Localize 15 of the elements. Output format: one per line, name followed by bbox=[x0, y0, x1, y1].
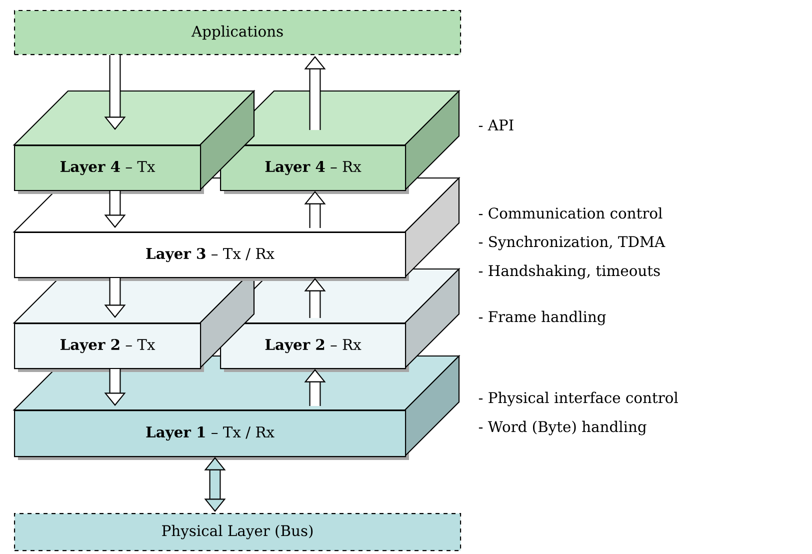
node-label: Layer 4 – Tx bbox=[60, 160, 156, 176]
block-arrow bbox=[204, 457, 226, 512]
bullet-note: - Word (Byte) handling bbox=[478, 420, 646, 436]
node-label: Layer 3 – Tx / Rx bbox=[146, 248, 274, 262]
node-label: Layer 1 – Tx / Rx bbox=[146, 426, 274, 441]
bullet-note: - Physical interface control bbox=[478, 392, 678, 406]
bullet-note: - API bbox=[478, 120, 514, 130]
bullet-note: - Communication control bbox=[478, 207, 662, 219]
bullet-note: - Synchronization, TDMA bbox=[478, 236, 666, 250]
bullet-note: - Handshaking, timeouts bbox=[478, 264, 660, 280]
node-label: Layer 2 – Rx bbox=[265, 338, 362, 354]
node-label: Layer 4 – Rx bbox=[265, 160, 362, 176]
bullet-note: - Frame handling bbox=[478, 310, 606, 326]
dashed-box: Applications bbox=[14, 10, 462, 56]
node-label: Layer 2 – Tx bbox=[60, 338, 156, 354]
